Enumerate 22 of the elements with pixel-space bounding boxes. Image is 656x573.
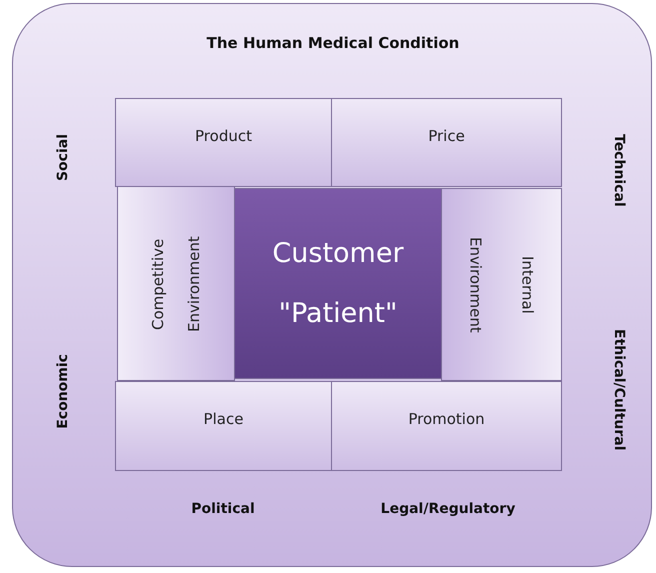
product-box [115, 98, 332, 187]
side-label: Legal/Regulatory [380, 501, 516, 517]
box-label: Place [204, 410, 244, 428]
price-box [331, 98, 562, 187]
place-box [115, 381, 332, 471]
side-label: Technical [611, 134, 627, 207]
internal-box [441, 188, 562, 381]
box-label: Internal Environment [466, 236, 538, 334]
side-label: Political [190, 501, 256, 517]
box-label: Competitive Environment [148, 234, 204, 334]
promotion-box [331, 381, 562, 471]
box-label: Promotion [408, 410, 485, 428]
side-label: Ethical/Cultural [611, 329, 627, 451]
box-label: Product [195, 127, 252, 145]
outer-panel [12, 3, 652, 567]
box-label: Price [428, 127, 465, 145]
customer-box [234, 188, 442, 379]
box-label: Customer "Patient" [271, 236, 405, 330]
side-label: Economic [55, 354, 71, 429]
frame-heading: The Human Medical Condition [206, 34, 460, 52]
side-label: Social [55, 134, 71, 182]
competitive-box [117, 186, 235, 381]
